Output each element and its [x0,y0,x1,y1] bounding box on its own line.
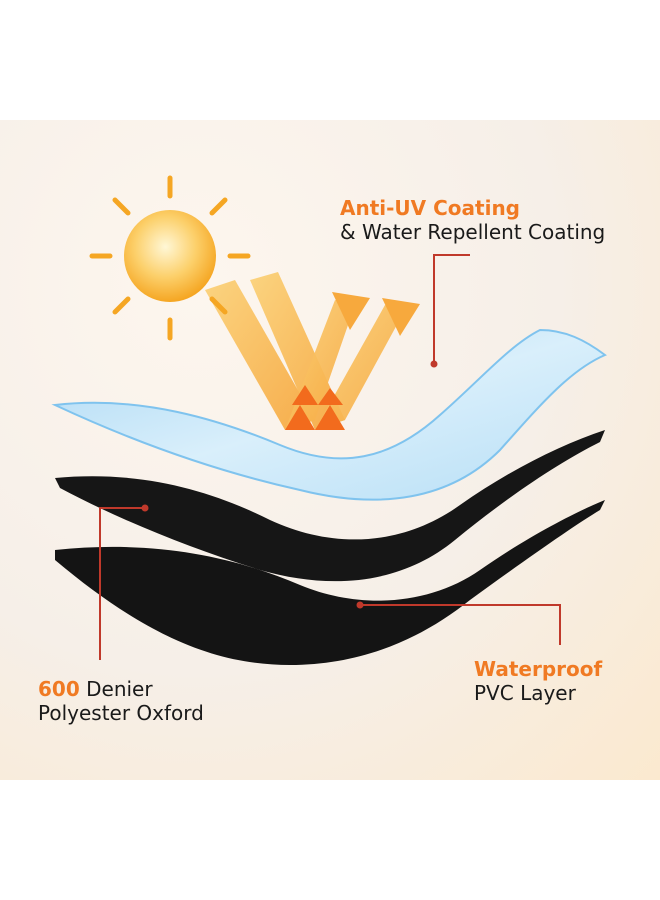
pvc-label: Waterproof PVC Layer [474,657,602,705]
uv-coating-label: Anti-UV Coating & Water Repellent Coatin… [340,196,605,244]
uv-coating-title: Anti-UV Coating [340,196,520,220]
denier-label: 600 Denier Polyester Oxford [38,677,204,725]
sun-icon [89,175,251,341]
denier-number: 600 [38,677,80,701]
denier-leader-dot [141,504,149,512]
pvc-leader-line [360,604,561,645]
waterproof-title: Waterproof [474,657,603,681]
uv-leader-line [433,254,470,362]
polyester-oxford-text: Polyester Oxford [38,701,204,725]
leader-lines [99,254,561,660]
uv-leader-dot [430,360,438,368]
pvc-layer [55,500,605,665]
water-repellent-text: & Water Repellent Coating [340,220,606,244]
pvc-leader-dot [356,601,364,609]
diagram-background [0,120,660,780]
coating-layer [51,328,607,501]
denier-leader-line [99,507,145,660]
polyester-layer [55,430,605,582]
reflection-arrow-icon [205,272,420,430]
pvc-layer-text: PVC Layer [474,681,576,705]
denier-word: Denier [79,677,153,701]
